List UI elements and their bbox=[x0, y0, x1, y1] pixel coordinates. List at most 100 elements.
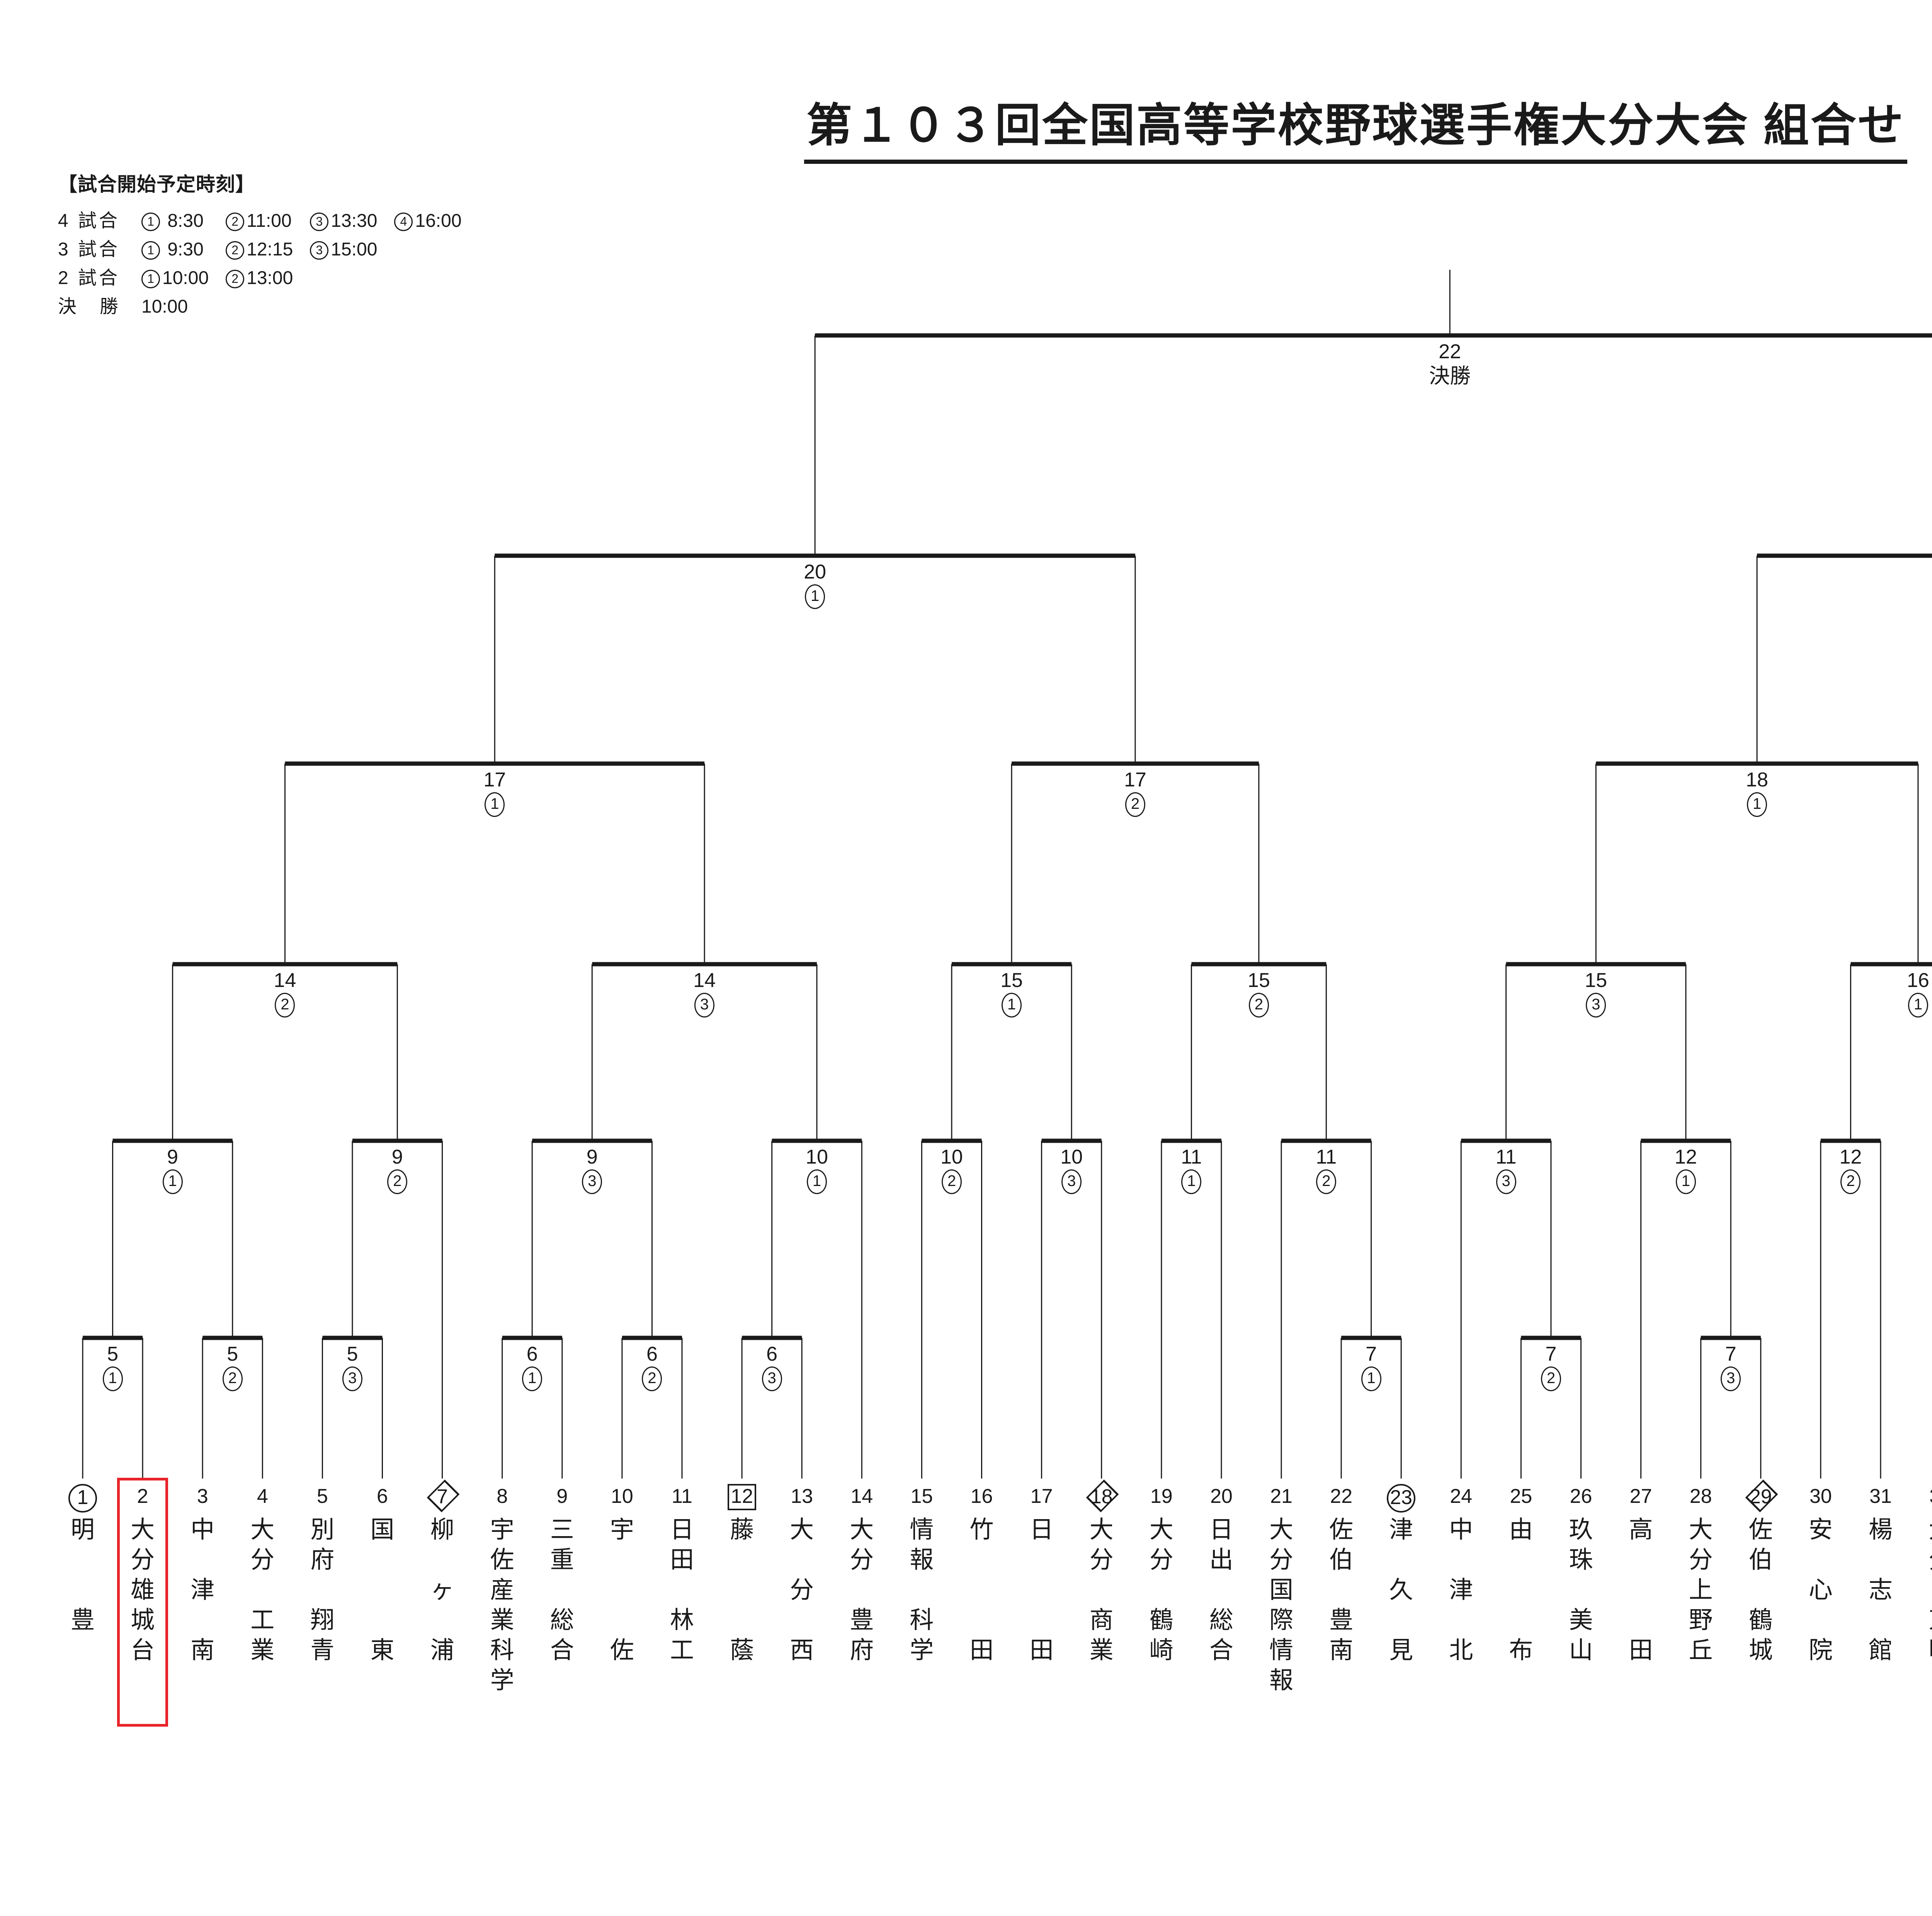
slot-number-icon: 3 bbox=[310, 213, 329, 231]
team-name-char: 田 bbox=[1629, 1637, 1653, 1664]
team-name-char: 津 bbox=[1389, 1516, 1413, 1543]
team-name-char: 青 bbox=[310, 1637, 335, 1664]
team-name-char bbox=[1616, 1575, 1667, 1605]
team-name-char: 合 bbox=[1209, 1637, 1233, 1664]
team-name-char: 玖 bbox=[1569, 1516, 1593, 1543]
team-name-char: 丘 bbox=[1689, 1637, 1713, 1664]
team-name-char: 業 bbox=[490, 1607, 514, 1634]
team-name: 高 田 bbox=[1616, 1515, 1667, 1666]
slot-number-icon: 1 bbox=[141, 241, 160, 260]
circle-seed-icon: 1 bbox=[68, 1484, 97, 1513]
match-day-number: 15 bbox=[1585, 969, 1607, 992]
team-entry[interactable]: 32大分 東明 bbox=[1915, 1484, 1932, 1666]
team-name-char bbox=[1855, 1605, 1906, 1635]
match-day-number: 5 bbox=[227, 1343, 238, 1365]
team-name-char: 分 bbox=[850, 1547, 874, 1573]
team-name-char bbox=[1016, 1605, 1067, 1635]
match-slot-number: 1 bbox=[1329, 1366, 1414, 1391]
team-name-char: 南 bbox=[1329, 1637, 1354, 1664]
team-entry[interactable]: 24 中 津 北 bbox=[1435, 1484, 1486, 1666]
match-day-number: 15 bbox=[1247, 969, 1270, 992]
team-name-char: 田 bbox=[670, 1547, 694, 1573]
team-name-char: 明 bbox=[70, 1516, 95, 1543]
match-day-number: 11 bbox=[1181, 1146, 1202, 1168]
team-seed-number: 24 bbox=[1450, 1485, 1473, 1508]
team-name-char bbox=[1795, 1545, 1846, 1575]
team-name: 大分国際情報 bbox=[1256, 1515, 1307, 1696]
schedule-row-label: 決 勝 bbox=[58, 296, 121, 317]
team-name: 大分 豊府 bbox=[836, 1515, 887, 1666]
match-day-number: 10 bbox=[806, 1146, 828, 1168]
team-name-char bbox=[776, 1545, 827, 1575]
team-name: 柳 ヶ 浦 bbox=[417, 1515, 468, 1666]
match-slot-number: 3 bbox=[310, 1366, 395, 1391]
team-name-char: 科 bbox=[910, 1607, 934, 1634]
team-name: 中 津 北 bbox=[1435, 1515, 1486, 1666]
team-seed-number: 28 bbox=[1689, 1485, 1712, 1508]
team-seed-number: 20 bbox=[1210, 1485, 1233, 1508]
